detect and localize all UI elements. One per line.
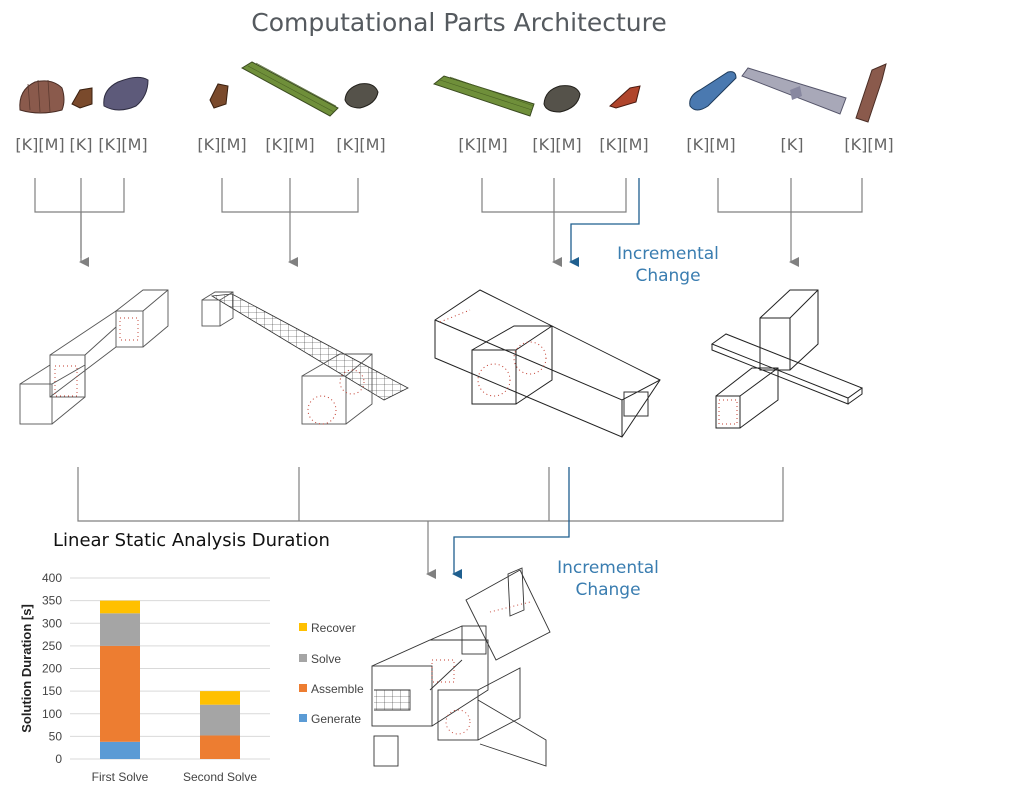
part-small-joint — [71, 87, 93, 109]
bar-solve-2 — [200, 704, 240, 736]
bracket-group-4 — [717, 178, 863, 213]
part-fuselage-green-2 — [543, 85, 581, 113]
matrix-label-6: [K][M] — [336, 135, 386, 154]
bar-solve-1 — [100, 613, 140, 646]
incremental-change-label-2: Incremental Change — [546, 557, 670, 601]
part-wing-root — [209, 83, 229, 109]
diagram-title: Computational Parts Architecture — [251, 8, 667, 37]
legend-swatch-solve — [299, 654, 307, 662]
bracket-group-3 — [481, 178, 627, 213]
matrix-label-5: [K][M] — [265, 135, 315, 154]
merge-bracket — [77, 467, 784, 522]
bar-assemble-1 — [100, 645, 140, 742]
matrix-label-3: [K][M] — [98, 135, 148, 154]
wireframe-fuselage-assembly — [434, 289, 661, 438]
bar-recover-2 — [200, 691, 240, 705]
incremental-change-line-1: Incremental — [617, 244, 719, 264]
x-tick-label: First Solve — [92, 770, 149, 784]
matrix-label-7: [K][M] — [458, 135, 508, 154]
matrix-label-12: [K][M] — [844, 135, 894, 154]
x-tick-label: Second Solve — [183, 770, 257, 784]
bracket-group-1 — [34, 178, 125, 258]
incremental-change-line-2: Change — [575, 580, 641, 600]
matrix-label-11: [K] — [780, 135, 804, 154]
part-fuselage-blue — [103, 76, 149, 111]
bar-assemble-2 — [200, 735, 240, 759]
part-red-wedge — [609, 85, 641, 109]
y-tick-label: 200 — [42, 662, 62, 676]
y-axis-label: Solution Duration [s] — [19, 604, 34, 733]
incremental-change-label-1: Incremental Change — [606, 243, 730, 287]
y-tick-label: 50 — [49, 729, 63, 743]
y-tick-label: 100 — [42, 707, 62, 721]
matrix-label-9: [K][M] — [599, 135, 649, 154]
wireframe-tail-assembly — [710, 289, 864, 429]
part-wing-green-2 — [432, 75, 535, 117]
matrix-label-4: [K][M] — [197, 135, 247, 154]
legend-label-solve: Solve — [311, 652, 341, 666]
incremental-change-line-2: Change — [635, 266, 701, 286]
y-tick-label: 300 — [42, 616, 62, 630]
part-blue-cylinder — [689, 71, 737, 111]
y-tick-label: 0 — [55, 752, 62, 766]
matrix-label-10: [K][M] — [686, 135, 736, 154]
bracket-group-2 — [221, 178, 359, 213]
chart-title: Linear Static Analysis Duration — [53, 530, 330, 551]
matrix-label-1: [K][M] — [15, 135, 65, 154]
legend-swatch-generate — [299, 714, 307, 722]
bar-recover-1 — [100, 600, 140, 614]
matrix-label-8: [K][M] — [532, 135, 582, 154]
part-wing-green-1 — [240, 61, 339, 117]
part-nose-cone — [19, 79, 65, 114]
y-tick-label: 250 — [42, 639, 62, 653]
matrix-label-2: [K] — [69, 135, 93, 154]
y-tick-label: 400 — [42, 571, 62, 585]
y-tick-label: 150 — [42, 684, 62, 698]
legend-label-recover: Recover — [311, 621, 356, 635]
legend-label-generate: Generate — [311, 712, 361, 726]
legend-swatch-recover — [299, 623, 307, 631]
part-grey-wing — [741, 67, 847, 115]
wireframe-full-assembly — [371, 567, 551, 767]
y-tick-label: 350 — [42, 594, 62, 608]
legend-swatch-assemble — [299, 684, 307, 692]
legend-label-assemble: Assemble — [311, 682, 364, 696]
wireframe-nose-assembly — [19, 289, 169, 425]
incremental-arrow-1 — [569, 178, 640, 267]
incremental-change-line-1: Incremental — [557, 558, 659, 578]
incremental-arrow-2 — [452, 467, 570, 579]
part-fuselage-green-1 — [344, 83, 379, 109]
bar-generate-1 — [100, 741, 140, 759]
wireframe-wing-assembly — [201, 291, 409, 425]
part-tail-fin — [855, 63, 887, 123]
